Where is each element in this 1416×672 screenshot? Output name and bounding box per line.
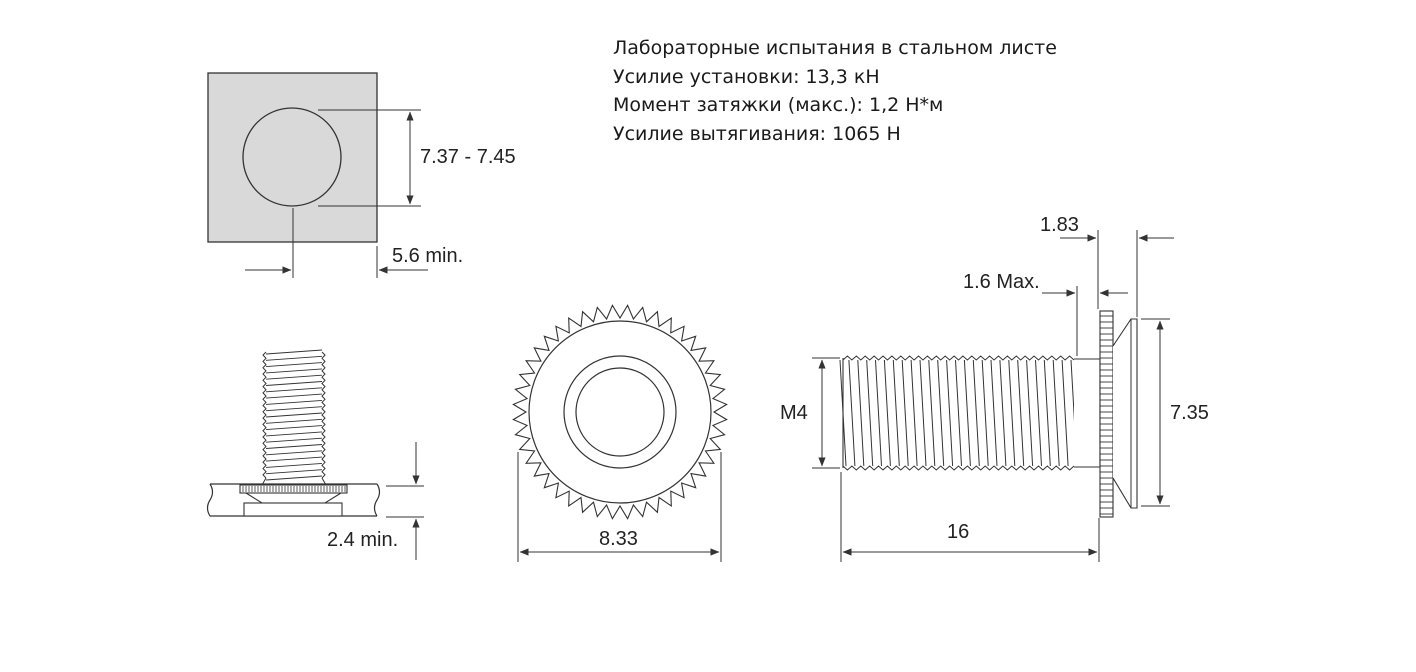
info-title: Лабораторные испытания в стальном листе (613, 37, 1057, 59)
thread-crest (265, 393, 323, 399)
thread-crest (955, 359, 962, 467)
info-torque: Момент затяжки (макс.): 1,2 Н*м (613, 94, 944, 116)
head-diameter-label: 8.33 (599, 528, 638, 550)
sheet-thickness-label: 2.4 min. (327, 529, 398, 551)
side-head-knurl (1100, 315, 1113, 515)
panel-hole-view: 7.37 - 7.45 5.6 min. (207, 72, 516, 278)
edge-distance-label: 5.6 min. (392, 245, 463, 267)
thread-crest (1061, 359, 1069, 467)
thread-crest (866, 359, 874, 467)
thread-crest (848, 359, 856, 467)
undercut-label: 1.6 Max. (963, 271, 1040, 293)
small-thread-shank (261, 349, 327, 486)
thread-crest (265, 444, 323, 449)
thread-crest (857, 359, 865, 467)
thread-crest (981, 359, 989, 467)
thread-profile-top (842, 355, 1075, 361)
thread-crest (265, 425, 323, 431)
thread-crest (265, 462, 323, 468)
thread-crest (972, 359, 980, 467)
test-results-block: Лабораторные испытания в стальном листе … (613, 34, 1057, 148)
fastener-head (239, 484, 348, 494)
thread-crest (265, 368, 323, 374)
side-collar (1112, 318, 1138, 509)
thread-profile-bottom (842, 465, 1075, 471)
length-label: 16 (947, 521, 969, 543)
thread-crest (265, 456, 323, 462)
thread-crest (928, 359, 936, 467)
head-undercut (245, 492, 342, 504)
thread-crest (990, 359, 998, 467)
thread-crest (1017, 359, 1025, 467)
thread-crest (265, 381, 323, 386)
thread-crest (946, 359, 954, 467)
thread-crest (901, 359, 909, 467)
thread-crest (265, 469, 323, 475)
thread-crest (999, 359, 1007, 467)
thread-crest (919, 359, 927, 467)
thread-crest (1035, 359, 1042, 467)
thread-crest (937, 359, 945, 467)
installed-section-view: 2.4 min. (206, 349, 424, 560)
info-pullout-force: Усилие вытягивания: 1065 Н (613, 122, 901, 145)
thread-crest (265, 362, 323, 368)
thread-crest (963, 359, 971, 467)
thread-crest (1026, 359, 1034, 467)
thread-crest (883, 359, 891, 467)
thread-crest (265, 406, 323, 412)
thread-crest (265, 349, 323, 355)
thread-crest (875, 359, 882, 467)
thread-crest (265, 475, 323, 481)
thread-crest (265, 431, 323, 437)
thread-profile-right (321, 351, 326, 479)
thread-crest (1008, 359, 1016, 467)
thread-crest (265, 399, 323, 405)
thread-profile-left (262, 351, 267, 479)
thread-crest (265, 450, 323, 456)
shank-inner-circle (575, 367, 665, 457)
thread-crest (265, 387, 323, 393)
head-height-label: 1.83 (1040, 214, 1079, 236)
hole-circle (242, 107, 342, 207)
thread-crest (265, 418, 323, 424)
thread-crest (265, 355, 323, 361)
thread-label: M4 (780, 402, 808, 424)
thread-crest (265, 374, 323, 380)
thread-crest (265, 412, 323, 418)
collar-diameter-label: 7.35 (1170, 402, 1209, 424)
head-top-view: 8.33 (512, 304, 728, 562)
info-installation-force: Усилие установки: 13,3 кН (613, 65, 880, 88)
thread-crest (910, 359, 918, 467)
side-head (1099, 310, 1114, 518)
thread-crest (1052, 359, 1060, 467)
threaded-shank (839, 355, 1078, 471)
hole-diameter-label: 7.37 - 7.45 (420, 146, 516, 168)
thread-crest (265, 437, 323, 443)
thread-crest (892, 359, 900, 467)
side-view: M4 7.35 16 1.83 1.6 Max. (780, 214, 1209, 562)
head-knurl (242, 486, 346, 492)
undercut-neck (1074, 358, 1101, 468)
thread-crest (1043, 359, 1051, 467)
collar-section (243, 502, 343, 517)
